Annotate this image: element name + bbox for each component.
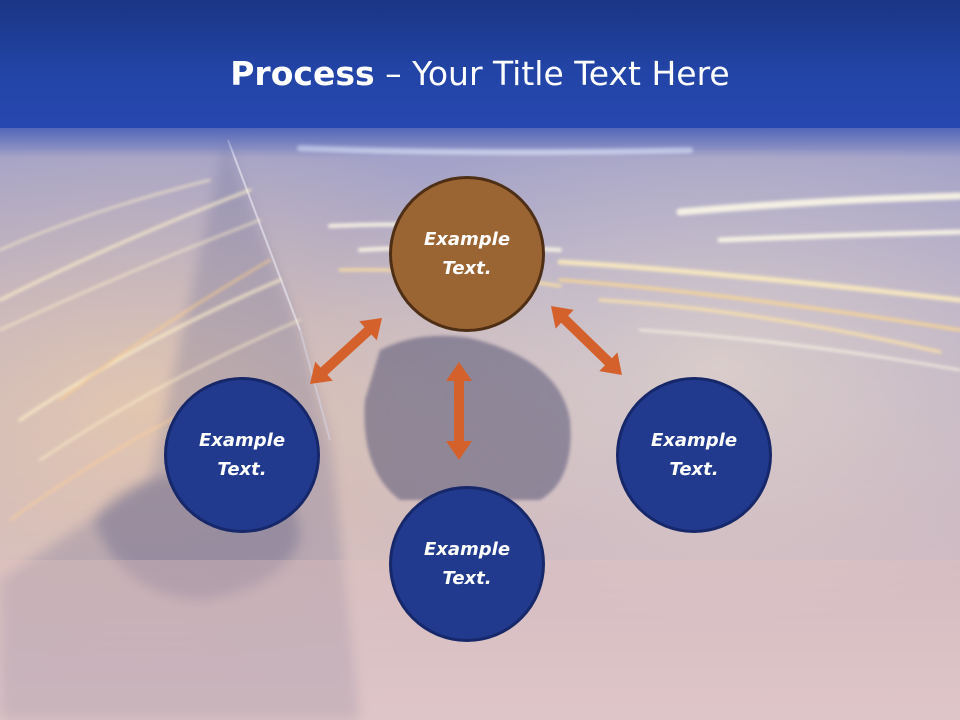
double-arrow-center (446, 362, 472, 460)
process-node-bottom-label: Example Text. (423, 539, 511, 589)
slide-title: Process – Your Title Text Here (0, 52, 960, 96)
process-node-bottom: Example Text. (389, 486, 545, 642)
process-node-right-label: Example Text. (650, 430, 738, 480)
double-arrow-right (551, 306, 622, 375)
process-node-center-label: Example Text. (423, 229, 511, 279)
double-arrow-left (310, 318, 382, 384)
process-node-left: Example Text. (164, 377, 320, 533)
title-bar-fade (0, 118, 960, 158)
process-node-left-label: Example Text. (198, 430, 286, 480)
slide-title-rest: – Your Title Text Here (374, 54, 730, 93)
slide-title-bold: Process (230, 54, 375, 93)
title-bar (0, 0, 960, 128)
process-node-right: Example Text. (616, 377, 772, 533)
process-node-center: Example Text. (389, 176, 545, 332)
